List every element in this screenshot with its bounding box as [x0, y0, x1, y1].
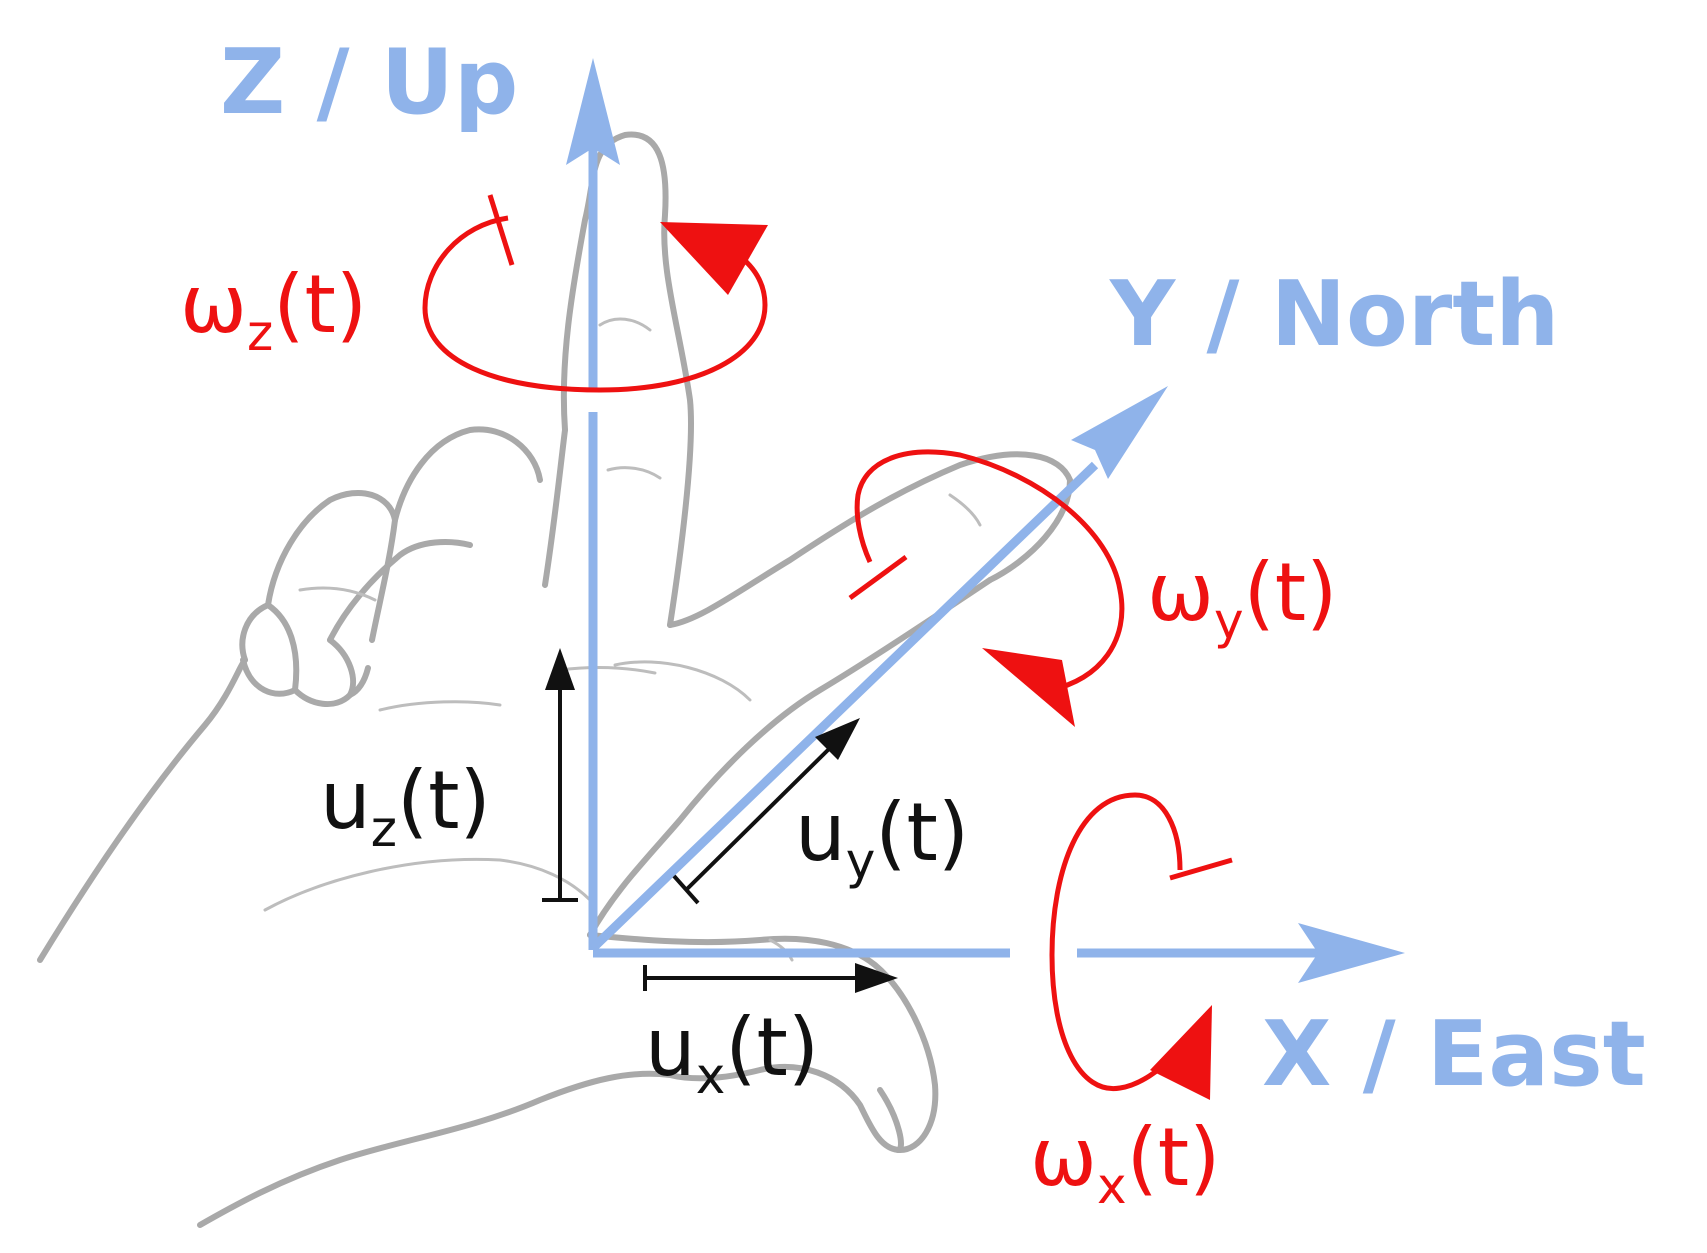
z-axis-label: Z / Up	[220, 30, 518, 135]
y-axis-arrowhead	[1071, 386, 1168, 479]
z-axis	[566, 58, 620, 950]
displacement-x-arrow	[643, 963, 898, 993]
rotation-z-label: ωz(t)	[180, 258, 367, 362]
y-axis	[589, 386, 1168, 952]
displacement-z-label: uz(t)	[320, 754, 491, 858]
rotation-y-label: ωy(t)	[1147, 546, 1337, 650]
displacement-y-arrowhead	[815, 718, 860, 760]
x-axis-label: X / East	[1262, 1002, 1646, 1107]
displacement-x-label: ux(t)	[645, 1001, 819, 1105]
displacement-z-arrowhead	[545, 648, 575, 690]
y-axis-label: Y / North	[1109, 262, 1559, 367]
rotation-y-arrow	[848, 449, 1125, 727]
rotation-z-arrowhead	[660, 222, 768, 295]
x-axis	[593, 923, 1405, 983]
rotation-x-arrow	[1049, 792, 1233, 1100]
displacement-y-label: uy(t)	[795, 786, 969, 890]
displacement-x-arrowhead	[855, 963, 898, 993]
rotation-z-arrow	[422, 194, 768, 393]
rotation-x-arrowhead	[1150, 1005, 1212, 1100]
displacement-z-arrow	[542, 648, 578, 902]
z-axis-arrowhead	[566, 58, 620, 165]
rotation-y-arrowhead	[982, 648, 1075, 727]
rotation-x-label: ωx(t)	[1030, 1111, 1220, 1215]
displacement-y-arrow	[672, 718, 860, 905]
x-axis-arrowhead	[1298, 923, 1405, 983]
hand-sketch	[37, 131, 1073, 1228]
